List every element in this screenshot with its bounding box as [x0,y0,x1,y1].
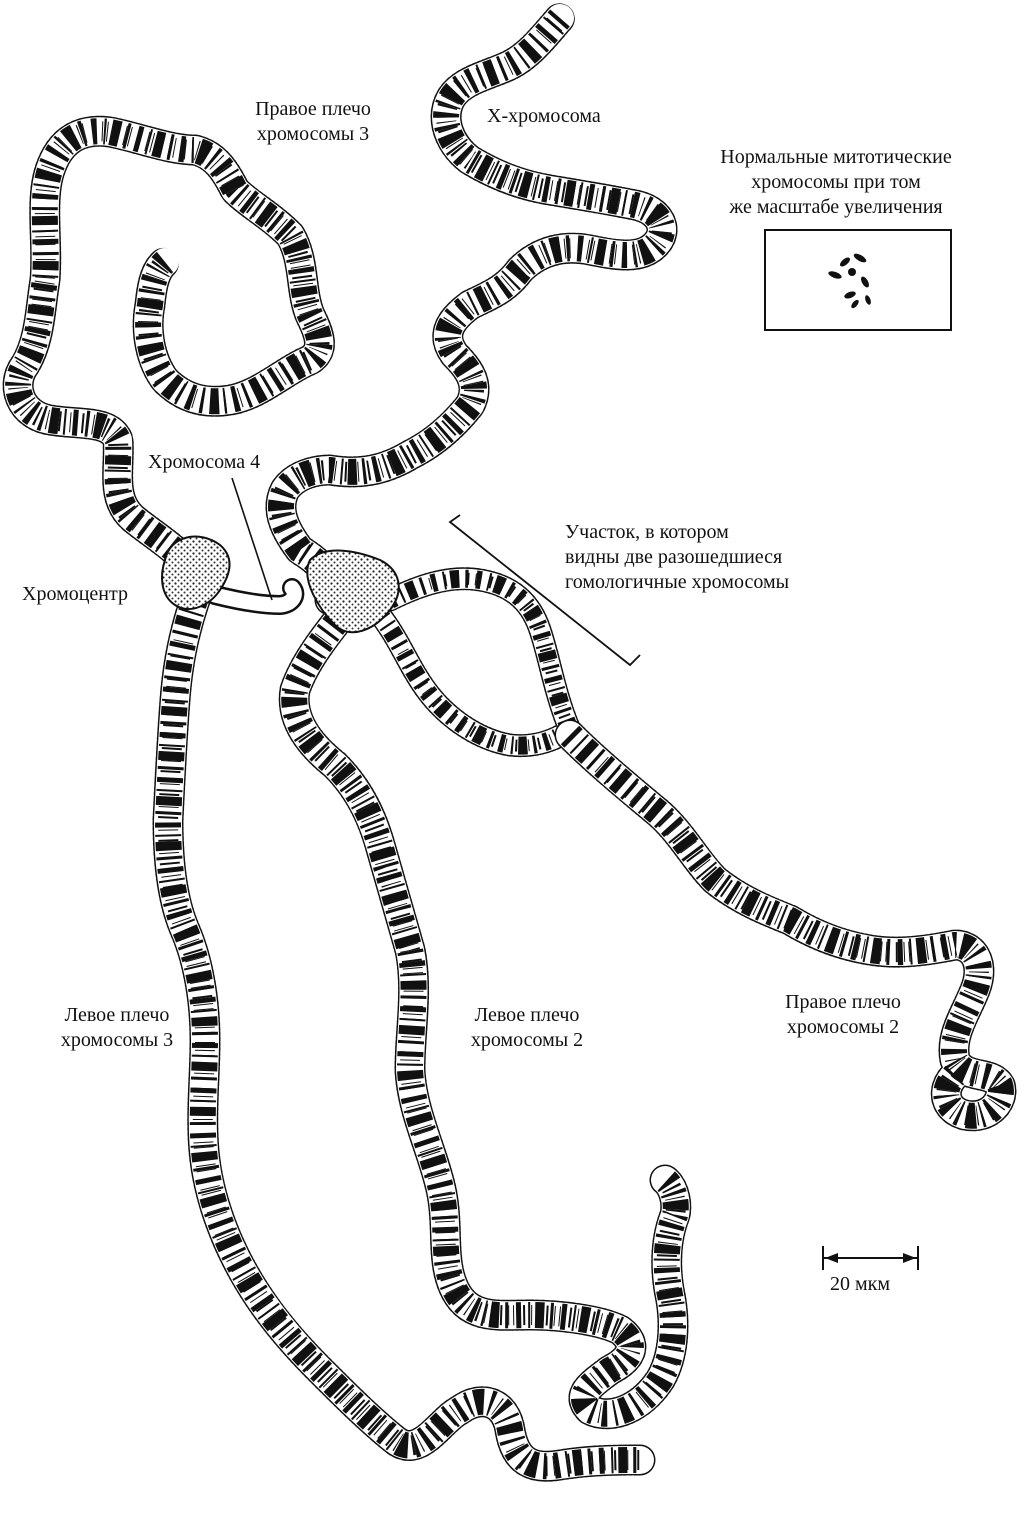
label-line: 20 мкм [830,1273,891,1295]
right-arm-chromosome-2-render [554,719,1017,1132]
label-x-chromosome: X-хромосома [487,104,601,129]
homolog-lower-render [368,603,582,758]
x-chromosome-render [265,2,678,616]
scale-bar-right-arrow [903,1253,916,1263]
label-right-arm-chromosome-3: Правое плечо хромосомы 3 [228,97,398,147]
label-chromosome-4: Хромосома 4 [148,450,260,475]
homolog-upper-render [378,567,582,742]
arm-bands [385,569,579,734]
inset-box [764,229,952,331]
arm-bands [281,596,689,1427]
label-line: гомологичные хромосомы [565,571,790,593]
label-line: Хромоцентр [22,583,128,605]
label-line: Правое плечо [785,991,901,1013]
label-line: Хромосома 4 [148,451,261,473]
chromosome-4-core [207,580,302,613]
scale-bar-left-arrow [825,1253,838,1263]
label-right-arm-chromosome-2: Правое плечо хромосомы 2 [758,990,928,1040]
chromocenter-blob [161,535,231,610]
label-line: X-хромосома [487,105,601,127]
homolog-region-bracket [448,514,641,667]
scale-bar-label: 20 мкм [830,1272,890,1297]
label-line: хромосомы 2 [786,1016,900,1038]
arm-bands [372,609,575,755]
chromosome-4-pointer [231,477,273,601]
label-line: хромосомы 3 [256,123,370,145]
label-left-arm-chromosome-3: Левое плечо хромосомы 3 [32,1003,202,1053]
label-line: Левое плечо [474,1004,580,1026]
chromocenter-blob-2 [306,549,400,634]
label-homolog-region: Участок, в котором видны две разошедшиес… [565,520,789,595]
label-normal-mitotic-chromosomes: Нормальные митотические хромосомы при то… [680,145,992,220]
label-line: видны две разошедшиеся [565,546,783,568]
label-line: хромосомы при том [751,171,921,193]
label-line: хромосомы 2 [470,1029,584,1051]
label-chromocenter: Хромоцентр [22,582,128,607]
arm-bands [268,9,675,608]
label-line: Левое плечо [64,1004,170,1026]
left-arm-chromosome-2-render [278,589,692,1430]
label-left-arm-chromosome-2: Левое плечо хромосомы 2 [442,1003,612,1053]
label-line: же масштабе увеличения [729,196,943,218]
label-line: Правое плечо [255,98,371,120]
arm-fine-bands [8,121,330,588]
label-line: хромосомы 3 [60,1029,174,1051]
label-line: Участок, в котором [565,521,729,543]
right-arm-chromosome-3-render [2,115,335,601]
arm-bands [560,725,1014,1129]
label-line: Нормальные митотические [720,146,952,168]
arm-fine-bands [157,596,641,1477]
mitotic-chromosomes-icon [828,253,871,309]
left-arm-chromosome-3-render [152,584,656,1482]
